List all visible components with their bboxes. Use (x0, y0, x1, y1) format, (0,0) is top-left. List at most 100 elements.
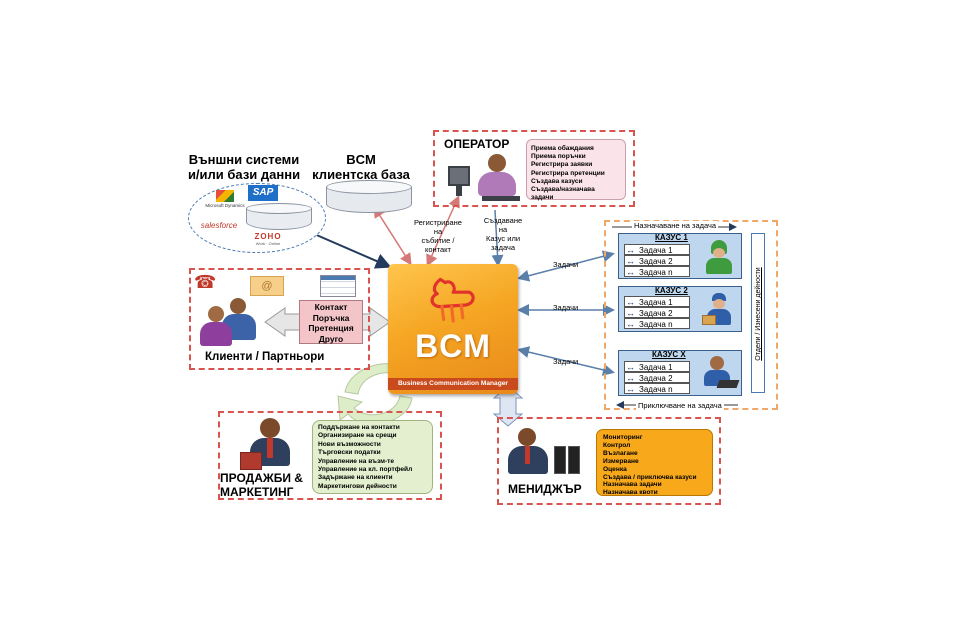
operator-task: Създава/назначава (531, 186, 595, 194)
arrow-tasks-3 (517, 346, 615, 376)
worker-computer-icon (700, 354, 740, 392)
operator-person-icon (448, 152, 522, 204)
sales-task: Управление на възм-те (318, 457, 395, 465)
sales-task: Задържане на клиенти (318, 474, 393, 482)
bcm-logo-box[interactable]: BCM Business Communication Manager (388, 264, 518, 394)
request-type: Друго (318, 333, 344, 344)
operator-task: Регистрира заявки (531, 161, 593, 169)
task-row[interactable]: Задача n↔ (624, 266, 690, 277)
manager-task: Възлагане (603, 449, 638, 457)
manager-task: Назначава задачи (603, 481, 662, 489)
manager-task: Контрол (603, 441, 631, 449)
sales-task: Нови възможности (318, 440, 381, 448)
bcm-hand-icon (430, 277, 475, 323)
request-type: Поръчка (312, 312, 350, 323)
crm-db-title: BCM клиентска база (312, 152, 410, 182)
task-row[interactable]: Задача n↔ (624, 318, 690, 329)
operator-task-box: Приема обаждания Приема поръчки Регистри… (526, 139, 626, 202)
manager-task: Измерване (603, 457, 639, 465)
clients-title: Клиенти / Партньори (205, 351, 325, 363)
manager-title: МЕНИДЖЪР (508, 482, 582, 496)
cycle-arrow-bottom (337, 395, 413, 425)
operator-task: Приема поръчки (531, 153, 586, 161)
task-arrow-icon: ↔ (626, 384, 635, 394)
arrow-external-to-bcm (304, 229, 392, 269)
operator-task: Приема обаждания (531, 145, 594, 152)
departments-side-bar: Отдели / Изнесени дейности (751, 233, 765, 393)
assign-task-label: Назначаване на задача (632, 221, 719, 230)
departments-side-label: Отдели / Изнесени дейности (755, 267, 762, 361)
task-row[interactable]: Задача 1↔ (624, 244, 690, 255)
clients-panel (189, 268, 370, 370)
manager-task: Оценка (603, 465, 627, 473)
dynamics-logo: Microsoft Dynamics (205, 190, 245, 208)
phone-icon: ☎ (194, 272, 217, 292)
manager-task: Създава / приключва казуси (603, 473, 697, 481)
worker-delivery-icon (702, 291, 736, 329)
task-arrow-icon: ↔ (626, 245, 635, 255)
web-form-icon (320, 275, 356, 297)
manager-task: Мониторинг (603, 434, 643, 441)
operator-title: ОПЕРАТОР (444, 137, 510, 151)
request-type: Контакт (314, 302, 348, 312)
arrow-create-case (491, 209, 504, 267)
finish-task-label: Приключване на задача (636, 401, 724, 410)
arrow-register-event (426, 195, 460, 267)
salesforce-logo: salesforce (200, 221, 238, 230)
sales-task-box: Поддържане на контакти Организиране на с… (312, 420, 433, 494)
label-register-event: Регистриране на събитие / контакт (414, 218, 462, 254)
label-tasks-3: Задачи (553, 357, 579, 366)
crm-db-small (246, 203, 312, 233)
sales-task: Организиране на срещи (318, 432, 397, 440)
label-tasks-1: Задачи (553, 260, 579, 269)
dynamics-icon (216, 190, 234, 202)
task-row[interactable]: Задача 1↔ (624, 296, 690, 307)
arrow-tasks-1 (517, 250, 615, 282)
task-row[interactable]: Задача 2↔ (624, 255, 690, 266)
request-type: Претенция (308, 323, 354, 333)
label-tasks-2: Задачи (553, 303, 579, 312)
task-arrow-icon: ↔ (626, 373, 635, 383)
operator-task: Създава казуси (531, 177, 583, 185)
clients-people-icon (196, 296, 262, 348)
task-row[interactable]: Задача n↔ (624, 383, 690, 394)
sales-title: ПРОДАЖБИ & МАРКЕТИНГ (220, 471, 303, 499)
label-create-case: Създаване на Казус или задача (483, 216, 523, 252)
task-arrow-icon: ↔ (626, 297, 635, 307)
task-arrow-icon: ↔ (626, 319, 635, 329)
zoho-logo: ZOHO Work · Online (254, 232, 282, 246)
operator-task: задачи (531, 194, 554, 202)
case-title: КАЗУС 2 (655, 286, 688, 295)
sap-logo: SAP (248, 185, 278, 201)
manager-task: Назначава квоти (603, 489, 658, 497)
clients-request-box: Контакт Поръчка Претенция Друго (299, 300, 363, 344)
task-arrow-icon: ↔ (626, 267, 635, 277)
operator-task: Регистрира претенции (531, 169, 605, 177)
sales-task: Търговски податки (318, 449, 381, 457)
task-arrow-icon: ↔ (626, 362, 635, 372)
task-row[interactable]: Задача 2↔ (624, 372, 690, 383)
bcm-name: BCM (415, 328, 491, 364)
task-row[interactable]: Задача 2↔ (624, 307, 690, 318)
external-systems-title: Външни системи и/или бази данни (187, 152, 301, 182)
email-envelope-icon: @ (250, 276, 284, 296)
manager-panel (497, 417, 721, 505)
bcm-subtitle: Business Communication Manager (388, 378, 518, 390)
sales-task: Поддържане на контакти (318, 424, 400, 431)
worker-green-icon (702, 238, 736, 276)
crm-db-cylinder (326, 180, 412, 214)
arrow-crm-bcm (373, 205, 412, 266)
sales-task: Маркетингови дейности (318, 482, 397, 490)
task-arrow-icon: ↔ (626, 308, 635, 318)
case-title: КАЗУС Х (652, 350, 686, 359)
case-title: КАЗУС 1 (655, 233, 688, 242)
arrow-manager-bcm (492, 385, 524, 427)
manager-task-box: Мониторинг Контрол Възлагане Измерване О… (596, 429, 713, 496)
operator-panel (433, 130, 635, 207)
task-row[interactable]: Задача 1↔ (624, 361, 690, 372)
sales-panel (218, 411, 442, 500)
sales-person-icon (238, 416, 304, 472)
task-arrow-icon: ↔ (626, 256, 635, 266)
manager-person-icon (508, 426, 592, 478)
sales-task: Управление на кл. портфейл (318, 466, 413, 474)
